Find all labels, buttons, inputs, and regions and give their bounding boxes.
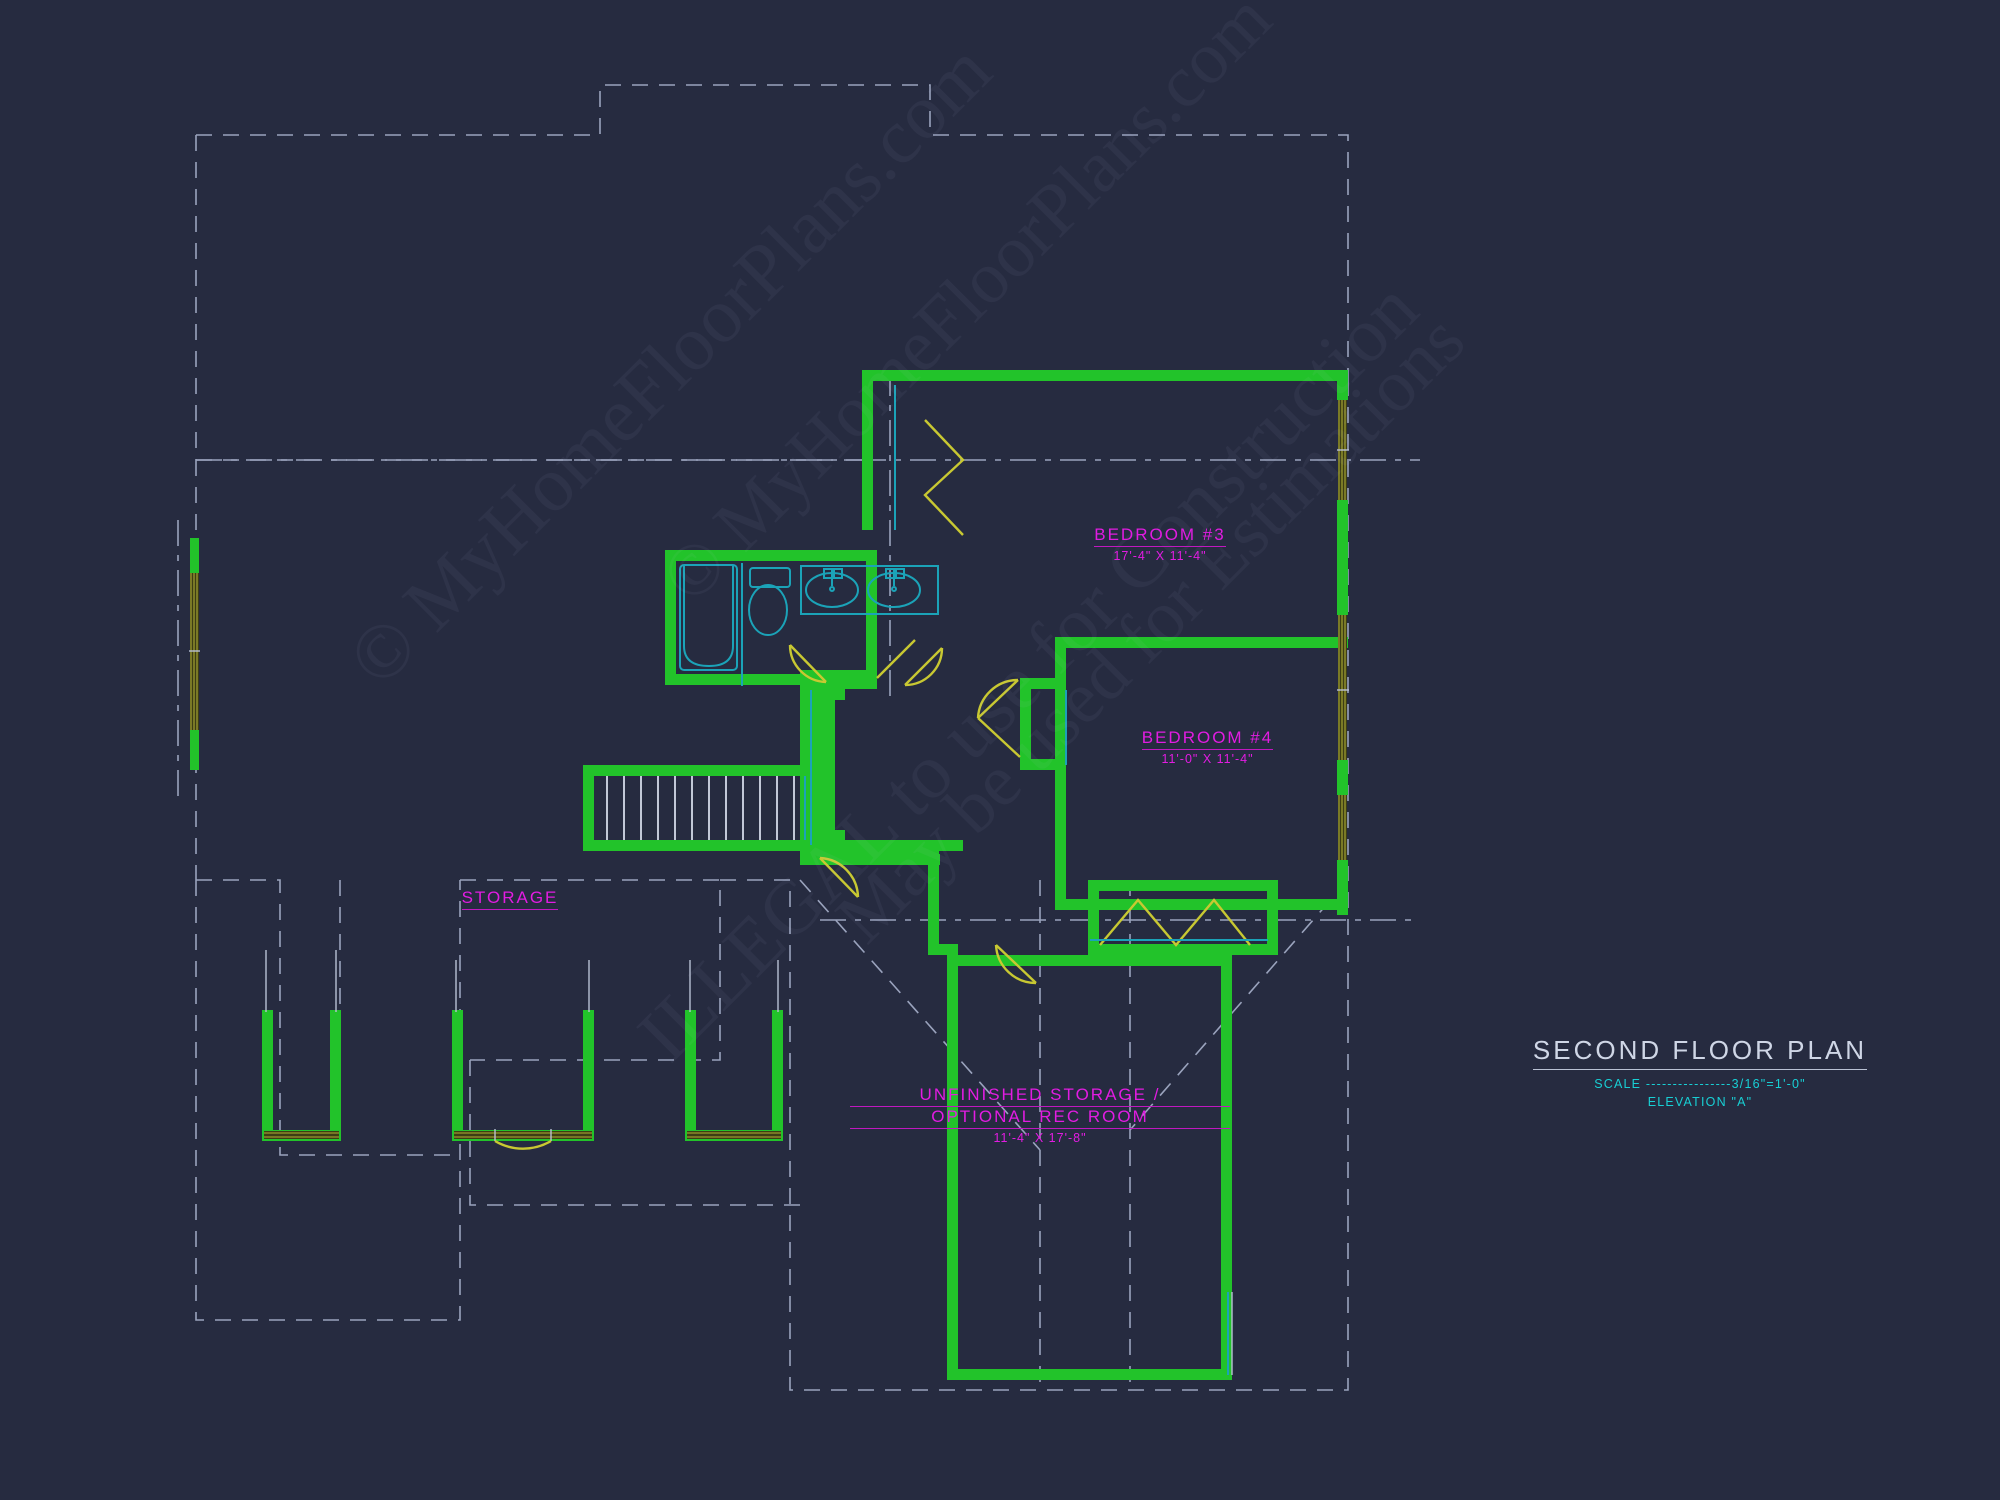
scale-note: SCALE ----------------3/16"=1'-0"	[1594, 1077, 1806, 1091]
title-block: SECOND FLOOR PLAN SCALE ----------------…	[1500, 1035, 1900, 1109]
storage-detail-lines	[265, 950, 779, 1012]
windows	[189, 400, 1349, 1141]
exterior-walls	[190, 370, 1348, 1380]
toilet-icon	[748, 567, 791, 636]
detail-lines	[810, 385, 1268, 1375]
staircase	[606, 776, 806, 840]
first-floor-outline-dashed	[195, 84, 1349, 1391]
bathtub-icon	[679, 564, 738, 671]
elevation-note: ELEVATION "A"	[1647, 1095, 1753, 1109]
bathroom-fixtures	[679, 563, 939, 686]
doors	[494, 419, 1251, 1150]
vanity-counter	[800, 565, 939, 615]
page-title: SECOND FLOOR PLAN	[1532, 1035, 1868, 1070]
